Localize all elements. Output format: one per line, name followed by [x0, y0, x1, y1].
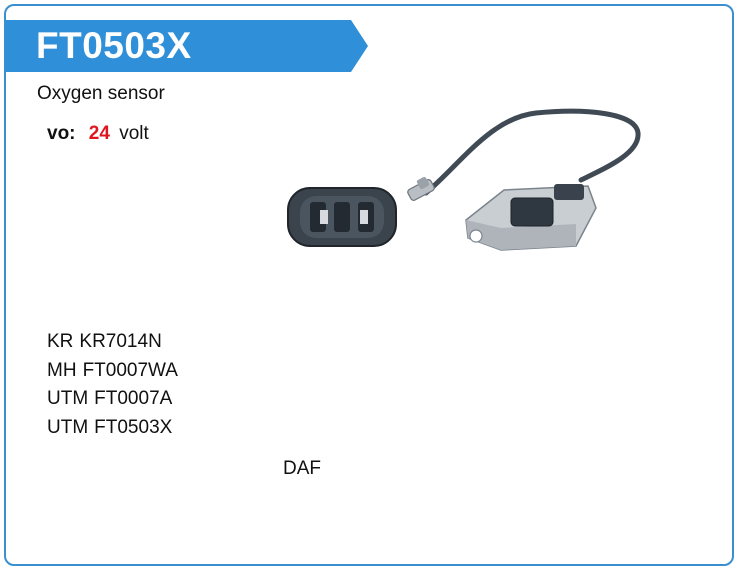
vehicle-make: DAF: [283, 458, 321, 479]
voltage-label: vo:: [47, 123, 76, 144]
ref-brand: UTM: [47, 416, 89, 438]
connector-plug: [287, 187, 397, 247]
banner-shape: [6, 20, 368, 72]
ref-code: FT0007A: [94, 388, 173, 409]
control-module: [465, 184, 597, 251]
voltage-unit: volt: [119, 123, 149, 144]
ref-code: FT0007WA: [82, 359, 178, 381]
ref-brand: MH: [47, 359, 77, 381]
ref-brand: UTM: [47, 388, 89, 409]
sensor-probe: [407, 176, 435, 201]
part-number-title: FT0503X: [36, 25, 192, 66]
product-description: Oxygen sensor: [37, 83, 165, 104]
ref-code: KR7014N: [79, 331, 162, 352]
ref-brand: KR: [47, 331, 74, 352]
cable: [423, 108, 641, 196]
voltage-spec: vo: 24 volt: [47, 123, 149, 145]
nox-sensor-image: [287, 108, 641, 251]
ref-code: FT0503X: [94, 416, 173, 438]
product-card: FT0503X Oxygen sensor vo: 24 volt: [4, 4, 734, 566]
part-number-banner: FT0503X: [6, 20, 368, 72]
voltage-value: 24: [88, 123, 110, 144]
